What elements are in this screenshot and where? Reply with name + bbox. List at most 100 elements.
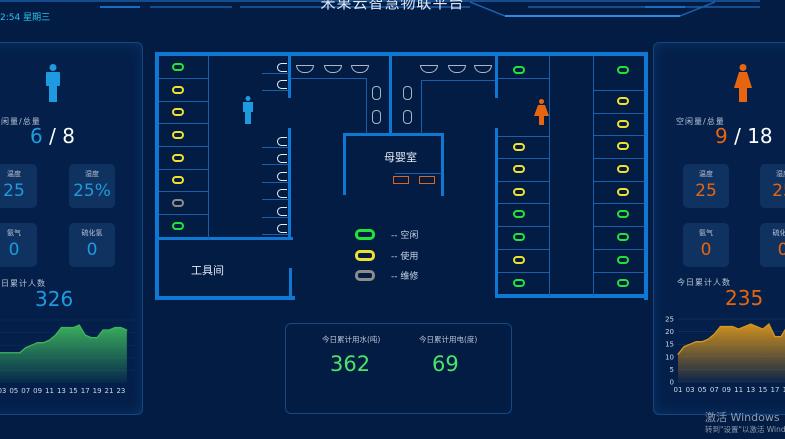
stall-divider	[262, 199, 289, 200]
x-tick-label: 05	[698, 386, 707, 394]
toilet-stall-free[interactable]	[513, 279, 525, 287]
stall-divider	[593, 181, 645, 182]
toilet-stall-used[interactable]	[513, 143, 525, 151]
mother-room-label: 母婴室	[384, 151, 417, 164]
female-person-icon	[734, 64, 752, 102]
card-value: 25	[695, 181, 717, 201]
data-point	[7, 352, 9, 354]
data-point	[738, 328, 740, 330]
x-tick-label: 19	[93, 387, 102, 395]
data-point	[744, 325, 746, 328]
toilet-stall-free[interactable]	[513, 233, 525, 241]
urinal-icon	[277, 189, 287, 198]
stall-divider	[159, 191, 209, 192]
toilet-stall-free[interactable]	[513, 210, 525, 218]
x-tick-label: 01	[674, 386, 683, 394]
toilet-stall-free[interactable]	[172, 222, 184, 230]
stall-divider	[593, 90, 645, 91]
series-line	[677, 323, 785, 355]
power-value: 69	[432, 352, 459, 376]
toilet-stall-free[interactable]	[617, 66, 629, 74]
data-point	[707, 338, 709, 340]
male-ratio-label: 空闲量/总量	[0, 117, 41, 126]
card-value: 0	[86, 240, 98, 260]
usage-panel: 今日累计用水(吨) 362 今日累计用电(度) 69	[285, 323, 512, 414]
y-tick-label: 25	[665, 316, 674, 324]
toilet-stall-used[interactable]	[172, 108, 184, 116]
x-tick-label: 17	[81, 387, 90, 395]
sink-icon	[324, 65, 342, 73]
urinal-icon	[277, 63, 287, 72]
data-point	[13, 352, 15, 354]
stall-divider	[593, 158, 645, 159]
x-tick-label: 23	[116, 387, 125, 395]
x-tick-label: 13	[57, 387, 66, 395]
toilet-stall-used[interactable]	[617, 165, 629, 173]
male-ratio: 6 / 8	[30, 124, 75, 148]
card-value: 0	[8, 240, 20, 260]
toilet-stall-free[interactable]	[617, 233, 629, 241]
legend-used-label: -- 使用	[391, 252, 419, 262]
toilet-stall-free[interactable]	[617, 256, 629, 264]
toilet-stall-used[interactable]	[617, 120, 629, 128]
card-label: 湿度	[776, 170, 785, 178]
toilet-stall-used[interactable]	[617, 188, 629, 196]
data-point	[725, 325, 728, 328]
card-label: 温度	[699, 170, 713, 178]
stall-divider	[262, 164, 289, 165]
header-frame	[0, 0, 760, 17]
toilet-stall-repair[interactable]	[172, 199, 184, 207]
stall-divider	[498, 249, 549, 250]
toilet-stall-free[interactable]	[617, 210, 629, 218]
toilet-stall-used[interactable]	[172, 154, 184, 162]
data-point	[37, 342, 39, 344]
card-value: 0	[700, 240, 712, 260]
toilet-stall-used[interactable]	[172, 86, 184, 94]
toilet-stall-used[interactable]	[513, 256, 525, 264]
x-tick-label: 19	[783, 386, 785, 394]
data-point	[102, 329, 104, 331]
female-visitors: 235	[725, 286, 764, 310]
x-tick-label: 09	[722, 386, 731, 394]
y-tick-label: 0	[670, 379, 674, 387]
urinal-icon	[277, 207, 287, 216]
data-point	[114, 326, 116, 329]
toilet-stall-free[interactable]	[513, 66, 525, 74]
stall-divider	[593, 113, 645, 114]
stall-divider	[262, 217, 289, 218]
female-ratio-label: 空闲量/总量	[676, 117, 725, 126]
toilet-stall-used[interactable]	[617, 97, 629, 105]
toilet-stall-used[interactable]	[172, 131, 184, 139]
toilet-bowl-icon	[372, 86, 381, 100]
data-point	[768, 323, 770, 325]
toilet-stall-used[interactable]	[513, 188, 525, 196]
card-value: 0	[777, 240, 785, 260]
sink-icon	[351, 65, 369, 73]
toilet-stall-free[interactable]	[617, 279, 629, 287]
stall-divider	[498, 226, 549, 227]
stall-divider	[498, 78, 549, 79]
toilet-stall-used[interactable]	[172, 176, 184, 184]
card-value: 25	[3, 181, 25, 201]
card-value: 25	[772, 181, 785, 201]
female-humidity-card: 湿度 25	[760, 164, 785, 208]
x-tick-label: 05	[9, 387, 18, 395]
card-label: 氨气	[699, 229, 713, 237]
y-tick-label: 15	[665, 341, 674, 349]
data-point	[126, 329, 128, 331]
toilet-stall-used[interactable]	[617, 142, 629, 150]
windows-watermark-sub: 转到"设置"以激活 Windows	[705, 425, 785, 434]
toilet-stall-free[interactable]	[172, 63, 184, 71]
toilet-stall-used[interactable]	[513, 165, 525, 173]
female-visitors-label: 今日累计人数	[677, 278, 731, 287]
urinal-icon	[277, 154, 287, 163]
card-label: 温度	[7, 170, 21, 178]
female-temp-card: 温度 25	[683, 164, 729, 208]
stall-divider	[159, 214, 209, 215]
legend-used-icon	[355, 250, 375, 261]
sink-icon	[420, 65, 438, 73]
data-point	[719, 325, 722, 328]
sink-icon	[448, 65, 466, 73]
